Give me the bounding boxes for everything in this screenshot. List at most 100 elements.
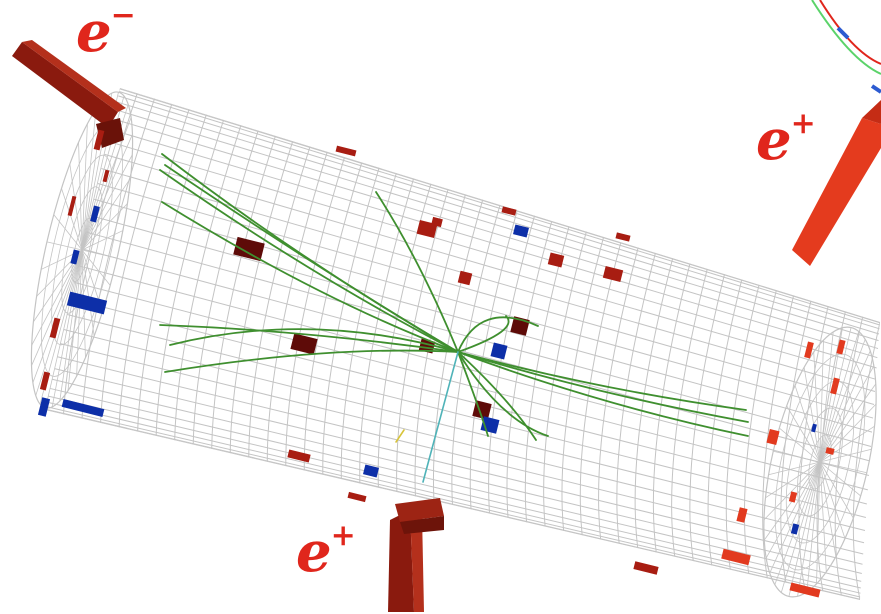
grid-line-ring (414, 194, 466, 497)
grid-line-ring (598, 247, 639, 540)
grid-line-axial (46, 401, 861, 594)
calorimeter-hit (102, 169, 110, 183)
right-endcap-grid (763, 327, 877, 597)
calorimeter-hit (362, 464, 380, 478)
endcap-spoke (81, 177, 131, 251)
particle-track (457, 351, 549, 437)
endcap-spoke (78, 142, 83, 251)
grid-line-axial (114, 109, 879, 342)
endcap-spoke (46, 241, 83, 251)
grid-line-ring (137, 114, 207, 432)
calorimeter-hit (90, 205, 100, 223)
endcap-ring (51, 154, 113, 346)
grid-line-ring (743, 289, 777, 575)
calorimeter-hit (61, 399, 105, 417)
grid-line-ring (285, 156, 346, 467)
endcap-spoke (81, 230, 124, 251)
endcap-spoke (819, 461, 861, 497)
endcap-spoke (813, 352, 821, 463)
grid-line-ring (211, 135, 276, 449)
grid-line-axial (118, 95, 880, 330)
grid-line-ring (671, 268, 708, 557)
endcap-spoke (61, 188, 83, 251)
particle-track (457, 315, 510, 353)
particle-track (457, 351, 749, 423)
endcap-spoke (81, 249, 95, 336)
grid-line-ring (780, 300, 812, 583)
endcap-spoke (53, 214, 83, 251)
grid-line-ring (174, 125, 242, 441)
grid-line-ring (616, 252, 656, 544)
endcap-ring (808, 434, 832, 490)
particle-track (375, 191, 459, 353)
calorimeter-hit (233, 236, 265, 262)
calorimeter-hit (480, 416, 500, 434)
electron-label-symbol: e (76, 0, 112, 65)
calorimeter-hit (93, 129, 105, 151)
endcap-spoke (51, 249, 83, 407)
grid-line-ring (303, 162, 363, 471)
particle-track (395, 429, 405, 443)
calorimeter-hit (547, 252, 565, 268)
grid-line-ring (506, 220, 553, 518)
particle-track (457, 351, 747, 411)
endcap-spoke (786, 405, 821, 463)
grid-line-axial (116, 101, 880, 335)
calorimeter-hit (766, 428, 780, 446)
calorimeter-hit (457, 270, 473, 286)
endcap-spoke (81, 123, 88, 251)
calorimeter-hit (602, 266, 624, 282)
grid-line-ring (634, 258, 674, 549)
grid-line-axial (63, 329, 866, 531)
endcap-spoke (31, 249, 83, 366)
grid-line-axial (57, 356, 864, 555)
endcap-spoke (819, 331, 860, 463)
positron-label-right-charge: + (790, 106, 816, 141)
particle-track (164, 349, 459, 373)
grid-line-ring (852, 321, 880, 600)
grid-line-ring (469, 210, 518, 510)
endcap-spoke (819, 461, 854, 519)
endcap-spoke (32, 249, 83, 383)
grid-line-ring (543, 231, 587, 527)
grid-line-ring (762, 295, 795, 579)
grid-line-ring (451, 204, 501, 506)
endcap-ring (774, 353, 866, 571)
endcap-spoke (819, 365, 875, 463)
endcap-spoke (59, 249, 83, 402)
calorimeter-hit (347, 491, 367, 503)
endcap-spoke (81, 249, 118, 259)
electron-label: e− (76, 1, 136, 61)
grid-line-ring (524, 226, 570, 523)
calorimeter-hit (825, 447, 835, 455)
endcap-spoke (773, 450, 821, 463)
calorimeter-hit (67, 195, 77, 217)
endcap-spoke (81, 203, 128, 251)
grid-line-axial (70, 298, 868, 505)
endcap-spoke (819, 461, 827, 572)
calorimeter-hit (721, 548, 751, 566)
endcap-spoke (819, 425, 875, 463)
grid-line-ring (100, 103, 173, 423)
calorimeter-hit (512, 224, 530, 238)
calorimeter-hit (501, 206, 517, 216)
endcap-spoke (76, 249, 83, 377)
grid-line-ring (229, 141, 294, 454)
grid-line-axial (104, 153, 877, 380)
particle-track (164, 164, 459, 353)
endcap-spoke (763, 461, 821, 521)
endcap-spoke (819, 461, 867, 474)
grid-line-ring (322, 167, 380, 475)
grid-line-axial (110, 128, 878, 359)
calorimeter-hit (789, 582, 821, 598)
grid-line-ring (834, 316, 864, 596)
grid-line-ring (155, 119, 225, 436)
endcap-ring (71, 217, 93, 283)
endcap-spoke (765, 461, 821, 559)
particle-track (169, 328, 459, 353)
calorimeter-hit (431, 216, 443, 228)
calorimeter-hit (287, 449, 311, 463)
grid-line-ring (488, 215, 536, 514)
endcap-spoke (819, 327, 852, 463)
endcap-spoke (816, 461, 821, 584)
